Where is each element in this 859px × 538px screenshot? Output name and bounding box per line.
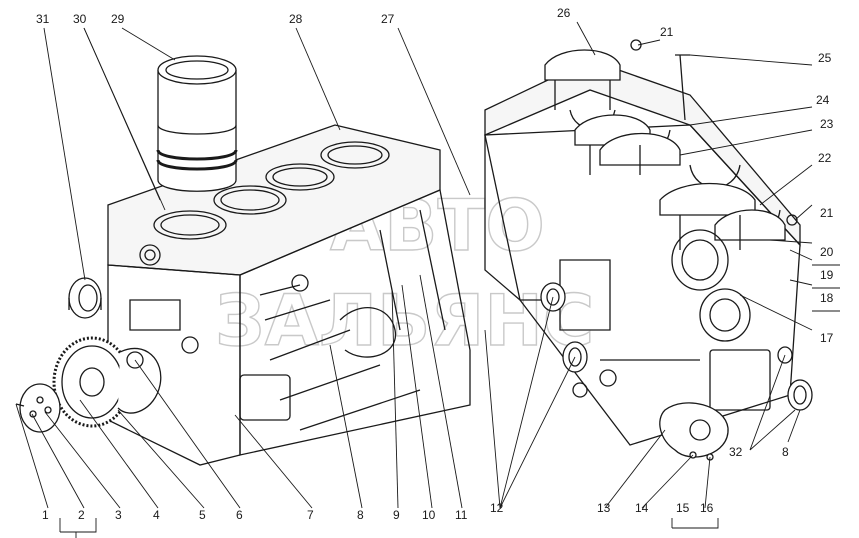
callout-12: 12 (490, 501, 504, 515)
callout-19: 19 (820, 268, 834, 282)
cylinder-liner (156, 55, 238, 192)
callout-9: 9 (393, 508, 400, 522)
callout-27: 27 (381, 12, 395, 26)
callout-2: 2 (78, 508, 85, 522)
callout-8-right: 8 (782, 445, 789, 459)
callout-26: 26 (557, 6, 571, 20)
callout-4: 4 (153, 508, 160, 522)
callout-10: 10 (422, 508, 436, 522)
callout-21-upper: 21 (660, 25, 674, 39)
callout-13: 13 (597, 501, 611, 515)
callout-3: 3 (115, 508, 122, 522)
callout-18: 18 (820, 291, 834, 305)
callout-1: 1 (42, 508, 49, 522)
seal-ring-left (68, 277, 102, 319)
watermark: ABTO ЗАЛЬЯНС (214, 184, 595, 362)
cover-assembly (659, 402, 729, 461)
callout-21-lower: 21 (820, 206, 834, 220)
leader-lines (15, 21, 813, 538)
callout-17: 17 (820, 331, 834, 345)
callout-15: 15 (676, 501, 690, 515)
label-separators (812, 264, 840, 312)
callout-5: 5 (199, 508, 206, 522)
callout-32: 32 (729, 445, 743, 459)
callout-14: 14 (635, 501, 649, 515)
callout-7: 7 (307, 508, 314, 522)
callout-28: 28 (289, 12, 303, 26)
engine-block-rear (484, 39, 801, 446)
callout-29: 29 (111, 12, 125, 26)
gear-assembly (15, 336, 162, 433)
watermark-line-2: ЗАЛЬЯНС (215, 280, 594, 362)
callout-8: 8 (357, 508, 364, 522)
callout-6: 6 (236, 508, 243, 522)
callout-22: 22 (818, 151, 832, 165)
callout-11: 11 (455, 508, 468, 522)
engine-block-front (107, 124, 471, 466)
callout-labels: 1 2 3 4 5 6 7 8 9 10 11 12 13 14 15 16 1… (36, 6, 834, 522)
callout-25: 25 (818, 51, 832, 65)
callout-24: 24 (816, 93, 830, 107)
callout-30: 30 (73, 12, 87, 26)
callout-31: 31 (36, 12, 50, 26)
callout-16: 16 (700, 501, 714, 515)
callout-23: 23 (820, 117, 834, 131)
callout-20: 20 (820, 245, 834, 259)
